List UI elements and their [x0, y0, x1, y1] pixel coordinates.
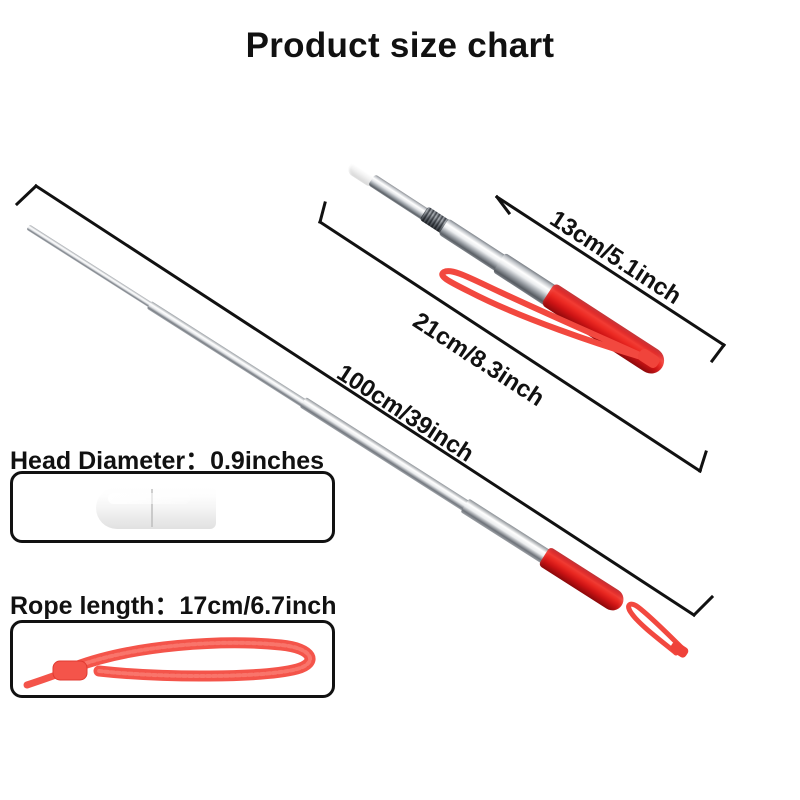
- pointer-head-highlight: [108, 493, 190, 504]
- rope-length-image-box: [10, 620, 335, 698]
- head-diameter-label: Head Diameter：0.9inches: [10, 447, 325, 475]
- rope-length-label: Rope length：17cm/6.7inch: [10, 592, 337, 620]
- dimension-label-collapsed-length: 21cm/8.3inch: [407, 307, 550, 413]
- rope-toggle: [52, 660, 88, 681]
- extended-pointer-handle: [538, 546, 628, 615]
- chrome-section-first: [368, 173, 431, 221]
- extended-lanyard-toggle: [670, 641, 689, 658]
- dimension-label-extended-length: 100cm/39inch: [331, 359, 479, 468]
- extended-rod-tip-section: [26, 224, 157, 311]
- bracket-collapsed-length: [317, 201, 708, 474]
- extended-lanyard-cord: [626, 601, 687, 656]
- extended-rod-fourth-section: [460, 498, 556, 567]
- lanyard-rope-illustration: [23, 637, 316, 689]
- extended-rod-second-section: [147, 300, 313, 411]
- page-title: Product size chart: [245, 26, 555, 65]
- head-diameter-image-box: [10, 471, 335, 543]
- rope-weave-texture: [73, 640, 312, 679]
